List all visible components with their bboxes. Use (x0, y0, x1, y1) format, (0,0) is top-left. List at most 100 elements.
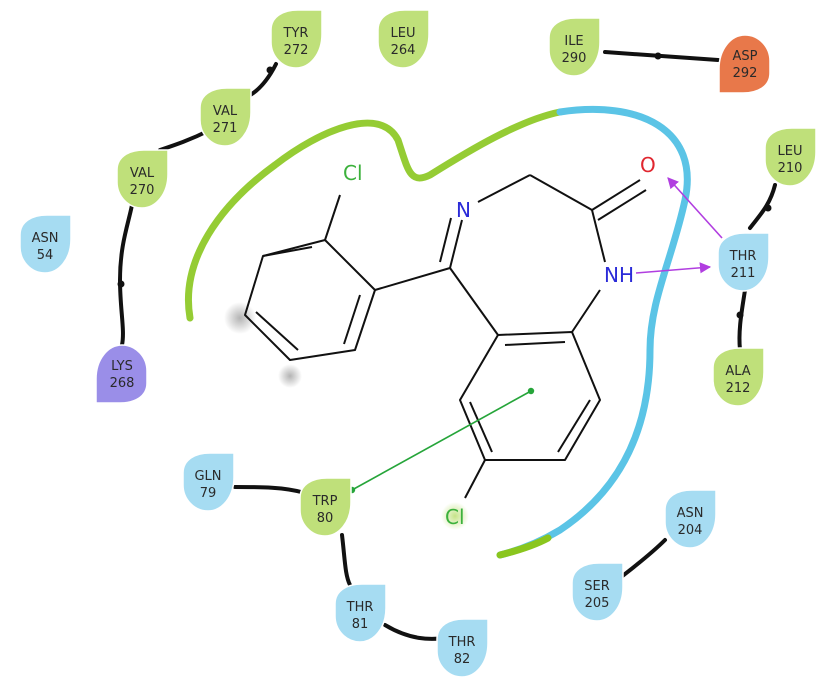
linkage-dots (117, 52, 772, 319)
residue-number: 290 (562, 51, 587, 66)
residue-shape (182, 452, 235, 512)
atom-cl-top: Cl (343, 161, 363, 185)
pi-stacking-interaction (348, 387, 535, 494)
residue-shape (199, 87, 252, 147)
residue-number: 211 (731, 266, 756, 281)
link-leu210-thr211 (748, 183, 777, 230)
residue-shape (270, 9, 323, 69)
residue-name: SER (584, 579, 610, 594)
link-thr211-ala212 (737, 288, 747, 352)
residue-asn54: ASN 54 (19, 214, 72, 274)
residue-name: THR (729, 249, 757, 264)
residue-shape (664, 489, 717, 549)
residue-ile290: ILE 290 (548, 17, 601, 77)
residue-name: ASN (32, 231, 59, 246)
pocket-polar-arc (496, 105, 691, 559)
residue-number: 205 (585, 596, 610, 611)
residue-lys268: LYS 268 (95, 344, 148, 404)
residue-leu210: LEU 210 (764, 127, 817, 187)
residue-number: 79 (200, 486, 217, 501)
solvent-exposure-halo (441, 502, 469, 530)
residue-number: 268 (110, 376, 135, 391)
residue-val270: VAL 270 (116, 149, 169, 209)
atom-cl-bottom: Cl (445, 505, 465, 529)
atom-nh: NH (604, 263, 634, 287)
residue-tyr272: TYR 272 (270, 9, 323, 69)
residue-name: VAL (213, 104, 238, 119)
hbond-arrow-nh-thr211 (635, 262, 712, 274)
residue-number: 271 (213, 121, 238, 136)
residue-name: TYR (283, 26, 309, 41)
link-asn204-ser205 (618, 538, 667, 580)
residue-ser205: SER 205 (571, 562, 624, 622)
fused-benzene-ring (459, 331, 601, 461)
residue-shape (571, 562, 624, 622)
bond-ch2-c2 (529, 174, 593, 211)
residue-shape (95, 344, 148, 404)
residue-shape (548, 17, 601, 77)
residue-number: 80 (317, 511, 334, 526)
residue-number: 270 (130, 183, 155, 198)
link-gln79-trp80 (233, 485, 307, 495)
residue-number: 210 (778, 161, 803, 176)
bond-ring-cl-bottom (464, 459, 486, 499)
residue-thr211: THR 211 (717, 232, 770, 292)
bond-ring-c5 (374, 267, 451, 291)
residue-number: 204 (678, 523, 703, 538)
ligand-structure (244, 174, 647, 499)
residue-shape (334, 583, 387, 643)
residue-shape (436, 618, 489, 678)
residue-shape (764, 127, 817, 187)
residue-number: 292 (733, 66, 758, 81)
residue-shape (19, 214, 72, 274)
residue-name: TRP (312, 494, 338, 509)
residue-name: ASP (733, 49, 758, 64)
atom-n-imine: N (456, 198, 471, 222)
solvent-exposure-halo (278, 364, 302, 388)
residue-name: LEU (391, 26, 416, 41)
link-trp80-thr81 (340, 533, 352, 587)
pocket-hydrophobic-arc (185, 108, 564, 322)
link-thr81-thr82 (383, 623, 447, 641)
atom-o-carbonyl: O (640, 153, 656, 177)
residue-number: 264 (391, 43, 416, 58)
residue-trp80: TRP 80 (299, 477, 352, 537)
residue-val271: VAL 271 (199, 87, 252, 147)
pocket-hydrophobic-arc-bottom (496, 534, 552, 559)
residue-name: LYS (111, 359, 133, 374)
bond-ring-cl (324, 194, 341, 241)
link-val270-lys268 (117, 203, 134, 347)
residue-shape (116, 149, 169, 209)
bond-c5-n (449, 219, 463, 269)
solvent-exposure-halo (224, 302, 256, 334)
residue-name: ASN (677, 506, 704, 521)
residue-name: GLN (194, 469, 221, 484)
residue-name: ILE (564, 34, 583, 49)
hbond-arrow-o-thr211 (667, 177, 723, 239)
residue-number: 54 (37, 248, 54, 263)
residue-name: THR (346, 600, 374, 615)
bond-c5-c5a (449, 267, 499, 336)
residue-leu264: LEU 264 (377, 9, 430, 69)
residue-number: 81 (352, 617, 369, 632)
chlorophenyl-ring (244, 239, 376, 361)
residue-shape (718, 34, 771, 94)
residue-number: 272 (284, 43, 309, 58)
residue-asn204: ASN 204 (664, 489, 717, 549)
bond-c2-o (591, 179, 641, 211)
residue-gln79: GLN 79 (182, 452, 235, 512)
residue-number: 82 (454, 652, 471, 667)
residue-shape (712, 347, 765, 407)
residue-name: ALA (725, 364, 750, 379)
residue-name: VAL (130, 166, 155, 181)
bond-n-ch2 (477, 174, 531, 203)
residue-thr81: THR 81 (334, 583, 387, 643)
residue-asp292: ASP 292 (718, 34, 771, 94)
residue-name: LEU (778, 144, 803, 159)
bond-c2-n1 (591, 209, 606, 263)
bond-n1-c9a (571, 289, 601, 333)
